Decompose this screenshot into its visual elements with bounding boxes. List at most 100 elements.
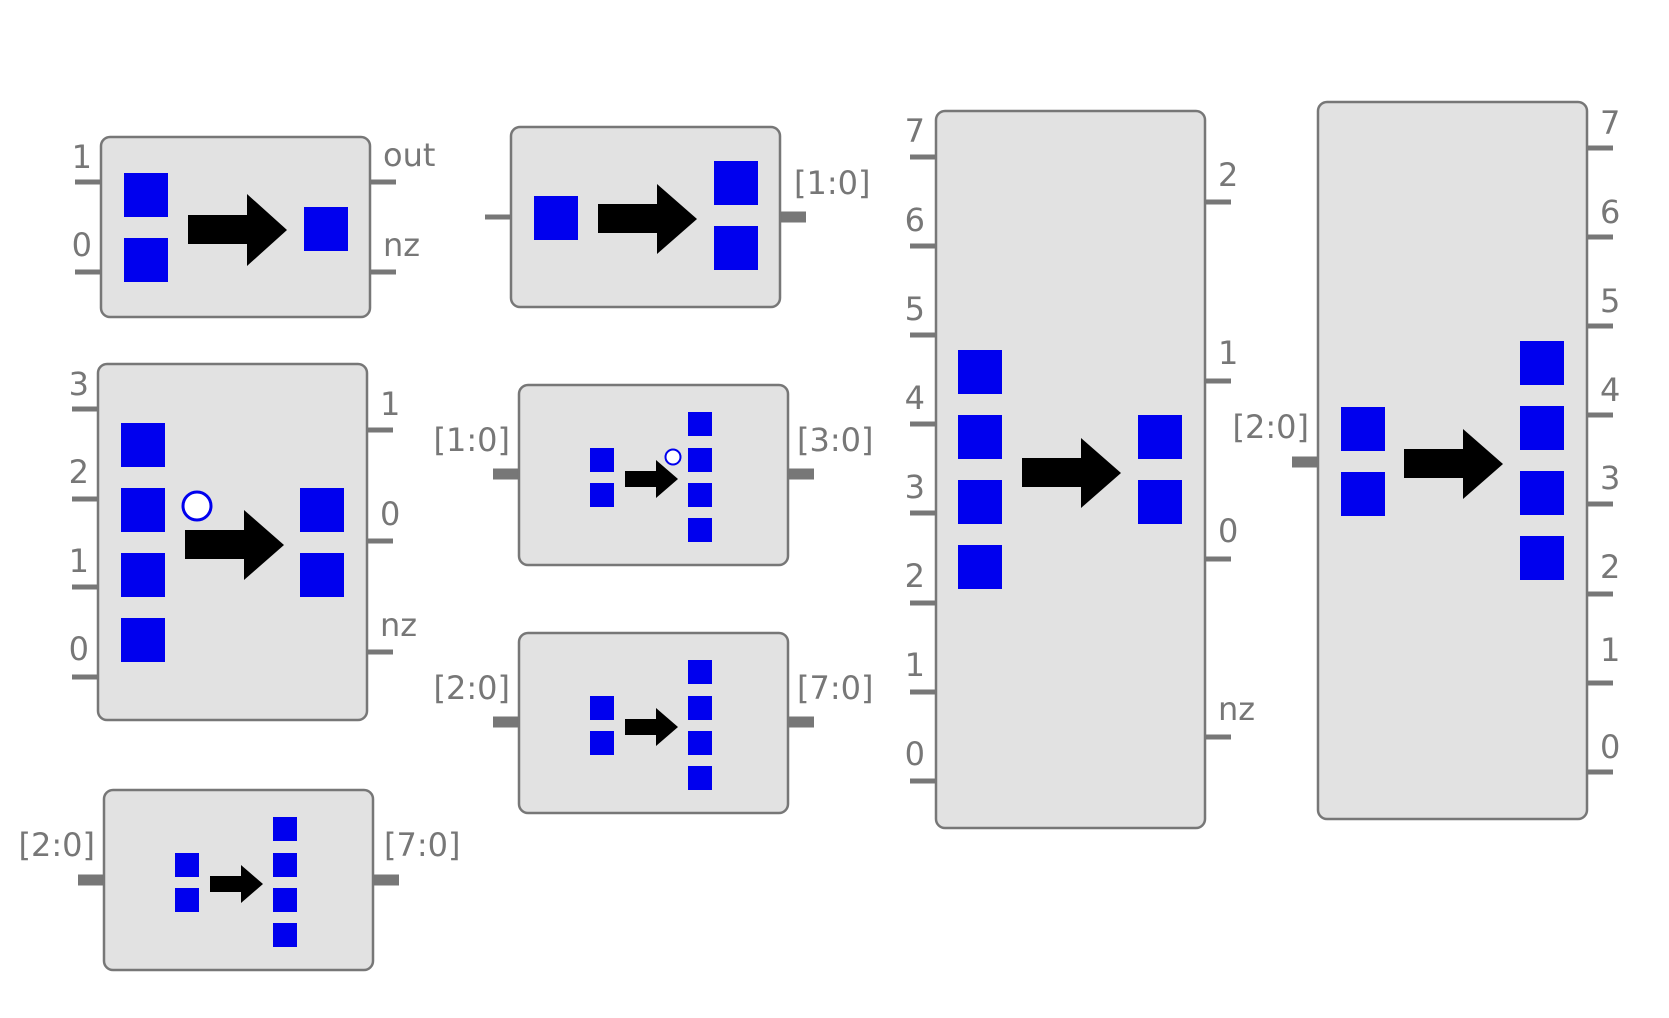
pin-label-output: out [383,136,435,174]
right-arrow-icon [1022,438,1121,508]
input-square [534,196,578,240]
input-square [958,350,1002,394]
bus-label-input: [2:0] [434,669,510,707]
pin-label-output: nz [1218,690,1255,728]
right-arrow-icon [188,194,287,266]
pin-label-output: 1 [380,385,400,423]
pin-label-input: 3 [69,365,89,403]
encoder-2to1: 1 0 out nz [72,135,435,319]
input-square [590,696,614,720]
output-square [714,226,758,270]
output-square [304,207,348,251]
decoder-1to2: [1:0] [485,125,870,309]
pin-label-input: 5 [905,290,925,328]
pin-label-output: 1 [1600,631,1620,669]
decoder-bus-3to8-mid: [2:0] [7:0] [434,631,873,815]
output-square [300,553,344,597]
output-square [273,817,297,841]
pin-label-output: 0 [1218,512,1238,550]
output-square [688,412,712,436]
input-square [175,888,199,912]
decoder-bus-2to4: [1:0] [3:0] [434,383,873,567]
input-square [590,483,614,507]
pin-label-input: 7 [905,112,925,150]
input-square [1341,472,1385,516]
pin-label-input: 2 [905,557,925,595]
pin-label-input: 4 [905,379,925,417]
output-square [273,853,297,877]
output-square [1520,471,1564,515]
pin-label-output: 4 [1600,371,1620,409]
pin-label-output: 7 [1600,104,1620,142]
output-square [1520,406,1564,450]
input-square [958,415,1002,459]
encoder-4to2: 3 2 1 0 1 0 nz [69,362,417,722]
pin-label-input: 2 [69,453,89,491]
right-arrow-icon [625,460,678,498]
pin-label-output: 2 [1218,156,1238,194]
nonzero-circle-icon [181,490,213,522]
input-square [590,731,614,755]
bus-label-input: [2:0] [1233,408,1309,446]
input-square [121,488,165,532]
output-square [1138,415,1182,459]
input-square [124,173,168,217]
output-square [1520,536,1564,580]
output-square [1520,341,1564,385]
pin-label-input: 0 [69,630,89,668]
decoder-bus-3to8-bottom: [2:0] [7:0] [19,788,460,972]
bus-label-input: [1:0] [434,421,510,459]
output-square [714,161,758,205]
bus-label-output: [7:0] [384,826,460,864]
pin-label-output: 0 [1600,728,1620,766]
output-square [688,766,712,790]
pin-label-output: 0 [380,495,400,533]
decoder-3to8-bits: [2:0] 7 6 5 4 3 2 1 0 [1233,100,1620,821]
bus-label-output: [7:0] [797,669,873,707]
output-square [273,888,297,912]
input-square [121,423,165,467]
output-square [273,923,297,947]
pin-label-input: 3 [905,468,925,506]
pin-label-output: 6 [1600,193,1620,231]
output-square [688,660,712,684]
right-arrow-icon [185,510,284,580]
output-square [300,488,344,532]
input-square [121,618,165,662]
output-square [688,696,712,720]
output-square [688,731,712,755]
right-arrow-icon [598,184,697,254]
output-square [1138,480,1182,524]
pin-label-input: 6 [905,201,925,239]
pin-label-input: 1 [72,138,92,176]
pin-label-input: 1 [905,646,925,684]
input-square [590,448,614,472]
pin-label-output: nz [380,606,417,644]
right-arrow-icon [625,708,678,746]
bus-label-output: [3:0] [797,421,873,459]
input-square [124,238,168,282]
output-square [688,483,712,507]
right-arrow-icon [210,865,263,903]
right-arrow-icon [1404,429,1503,499]
input-square [958,545,1002,589]
pin-label-output: 3 [1600,459,1620,497]
bus-label-input: [2:0] [19,826,95,864]
pin-label-output: 1 [1218,334,1238,372]
bus-label-output: [1:0] [794,164,870,202]
pin-label-output: 5 [1600,282,1620,320]
output-square [688,518,712,542]
input-square [121,553,165,597]
input-square [1341,407,1385,451]
pin-label-input: 0 [72,226,92,264]
input-square [958,480,1002,524]
pin-label-input: 1 [69,542,89,580]
output-square [688,448,712,472]
pin-label-output: nz [383,226,420,264]
pin-label-output: 2 [1600,548,1620,586]
nonzero-circle-icon [664,448,682,466]
pin-label-input: 0 [905,735,925,773]
encoder-8to3: 7 6 5 4 3 2 1 0 2 1 0 nz [905,109,1255,830]
input-square [175,853,199,877]
